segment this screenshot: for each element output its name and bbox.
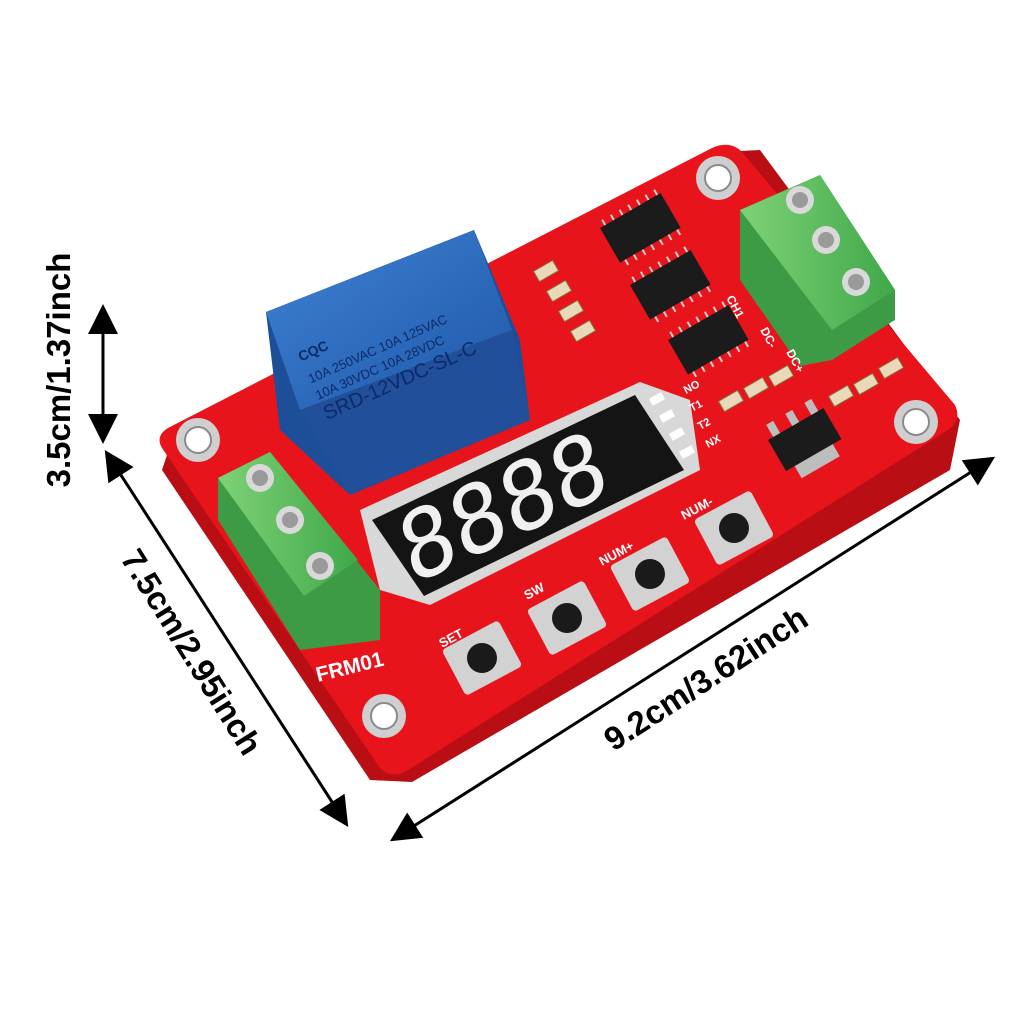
smd-components xyxy=(532,259,905,413)
width-arrow xyxy=(389,456,996,842)
ic-chips xyxy=(600,189,842,479)
left-terminal-block xyxy=(218,452,380,650)
voltage-regulator xyxy=(766,398,842,479)
height-label: 3.5cm/1.37inch xyxy=(40,253,77,488)
push-buttons: SET SW NUM+ NUM- xyxy=(436,491,774,696)
indicator-leds: NO T1 T2 NX xyxy=(648,378,723,459)
mounting-holes xyxy=(176,156,938,738)
sw-button[interactable]: SW xyxy=(521,579,607,656)
dimension-arrows xyxy=(88,304,996,842)
right-terminal-block: CH1 DC- DC+ xyxy=(723,175,895,375)
depth-arrow xyxy=(104,449,349,828)
num-plus-button[interactable]: NUM+ xyxy=(596,536,690,612)
relay: CQC 10A 250VAC 10A 125VAC 10A 30VDC 10A … xyxy=(266,230,530,495)
relay-module-board: CQC 10A 250VAC 10A 125VAC 10A 30VDC 10A … xyxy=(159,144,960,782)
indicator-label: T2 xyxy=(696,416,713,433)
set-button[interactable]: SET xyxy=(436,620,522,696)
indicator-label: T1 xyxy=(688,398,705,415)
